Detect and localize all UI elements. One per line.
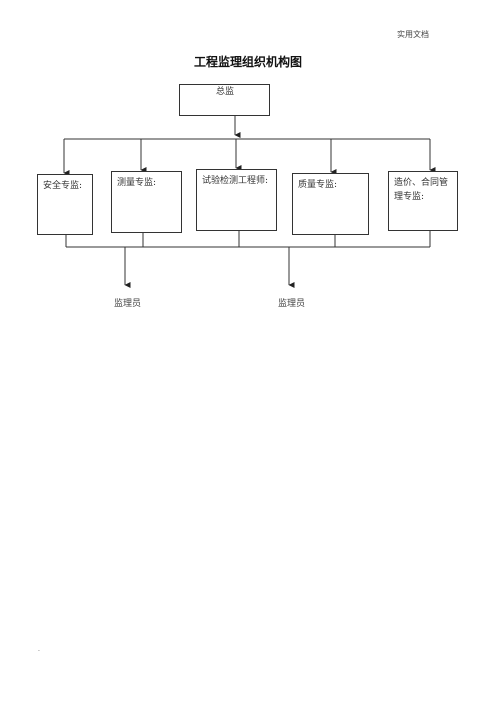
chief-supervisor-label: 总监 [215, 87, 234, 97]
quality-specialist-box: 质量专监: [292, 173, 369, 235]
inspector-label-right: 监理员 [278, 299, 306, 309]
inspector-label-left: 监理员 [114, 299, 142, 309]
safety-specialist-box: 安全专监: [37, 174, 93, 235]
survey-specialist-label: 测量专监: [117, 178, 157, 188]
cost-contract-specialist-label: 造价、合同管理专监: [394, 178, 449, 202]
document-type-label: 实用文档 [397, 30, 429, 39]
testing-engineer-label: 试验检测工程师: [202, 176, 269, 186]
survey-specialist-box: 测量专监: [111, 171, 182, 233]
testing-engineer-box: 试验检测工程师: [196, 169, 277, 231]
chart-title: 工程监理组织机构图 [193, 55, 302, 69]
footer-mark: . [38, 646, 40, 653]
chief-supervisor-box: 总监 [179, 84, 270, 116]
quality-specialist-label: 质量专监: [298, 180, 338, 190]
cost-contract-specialist-box: 造价、合同管理专监: [388, 171, 458, 231]
safety-specialist-label: 安全专监: [43, 181, 83, 191]
